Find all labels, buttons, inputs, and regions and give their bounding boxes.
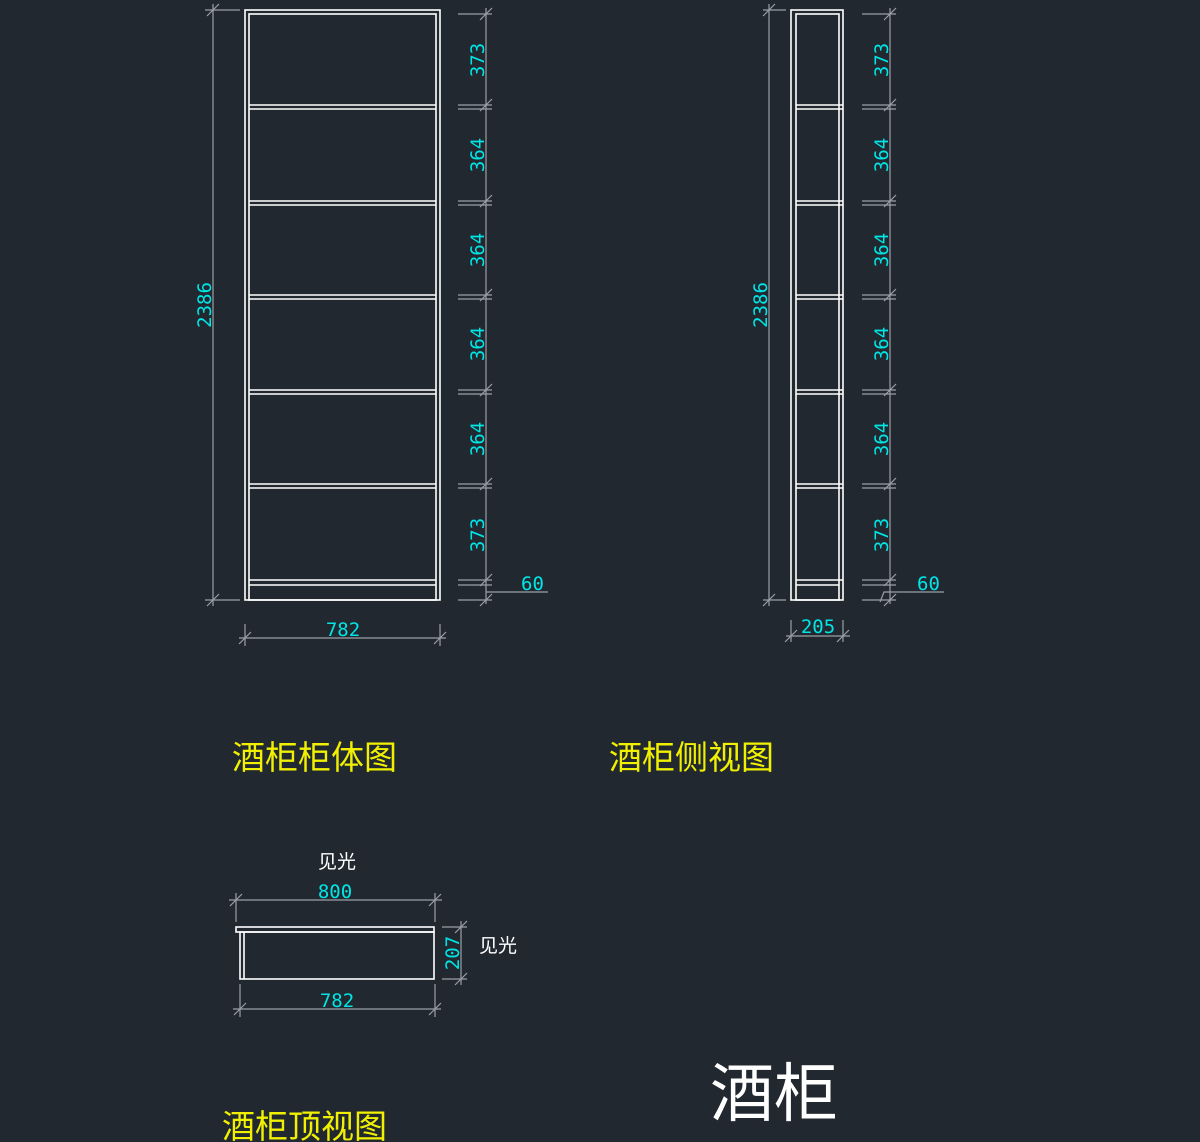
side-cabinet-outline	[790, 9, 844, 601]
side-segment-label: 364	[871, 233, 893, 267]
top-note-label: 见光	[318, 851, 356, 873]
front-segment-label: 373	[467, 518, 489, 552]
side-segment-label: 364	[871, 138, 893, 172]
front-segment-label: 364	[467, 138, 489, 172]
top-dimension-lines	[229, 893, 468, 1017]
side-note-label: 见光	[479, 935, 517, 957]
top-view-title: 酒柜顶视图	[222, 1107, 387, 1142]
side-segment-label: 373	[871, 518, 893, 552]
top-depth-label: 207	[442, 936, 464, 970]
top-width-label: 800	[318, 881, 352, 903]
front-view: 2386 782 373 364 364 364 364 373 60 酒柜柜体…	[194, 3, 548, 777]
front-segment-label: 364	[467, 327, 489, 361]
front-segment-label: 364	[467, 422, 489, 456]
side-segment-label: 364	[871, 422, 893, 456]
front-segment-label: 373	[467, 43, 489, 77]
side-depth-label: 205	[801, 616, 835, 638]
side-view: 2386 205 373 364 364 364 364 373 60 酒柜侧视…	[609, 3, 944, 777]
front-total-height-label: 2386	[194, 282, 216, 328]
drawing-title: 酒柜	[710, 1058, 838, 1132]
top-bottom-width-label: 782	[320, 990, 354, 1012]
front-dimension-lines	[205, 3, 548, 646]
top-view: 见光 800 207 见光 782 酒柜顶视图	[222, 851, 517, 1142]
side-segment-label: 373	[871, 43, 893, 77]
front-view-title: 酒柜柜体图	[232, 738, 397, 777]
side-view-title: 酒柜侧视图	[609, 738, 774, 777]
front-cabinet-outline	[244, 9, 441, 601]
side-total-height-label: 2386	[750, 282, 772, 328]
front-segment-label: 364	[467, 233, 489, 267]
top-cabinet-outline	[235, 926, 435, 980]
side-base-label: 60	[917, 573, 940, 595]
front-width-label: 782	[326, 619, 360, 641]
side-segment-label: 364	[871, 327, 893, 361]
front-base-label: 60	[521, 573, 544, 595]
side-dimension-lines	[762, 3, 944, 643]
